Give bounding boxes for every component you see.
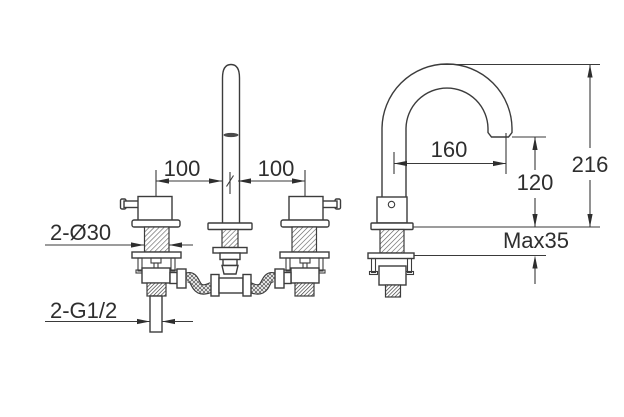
arrowhead (156, 178, 169, 184)
side-bottom-thread (384, 284, 402, 298)
dimension-spacing: 100 100 (155, 156, 306, 196)
left-stud-a (137, 257, 143, 272)
front-view: 100 100 2-Ø30 2-G1/2 (45, 63, 342, 333)
left-lever (123, 200, 140, 209)
side-spout (367, 63, 513, 298)
right-lever (321, 200, 338, 209)
tee-pipe (218, 277, 244, 294)
dim-max35: Max35 (503, 228, 569, 253)
arrowhead (238, 178, 251, 184)
arrowhead (292, 178, 305, 184)
set-screw-hole (387, 200, 396, 209)
center-tick (226, 175, 234, 187)
arrowhead (532, 137, 538, 150)
side-flange (370, 222, 414, 231)
callout-hole-diameter: 2-Ø30 (45, 220, 193, 248)
right-bottom-thread (294, 282, 315, 297)
dim-120: 120 (517, 170, 554, 195)
right-hose-nut (274, 268, 285, 289)
arrowhead (587, 214, 593, 227)
right-handle-valve (274, 195, 342, 297)
left-handle-body (137, 195, 173, 222)
side-dimensions: 160 120 216 Max35 (393, 63, 609, 284)
arrowhead (209, 178, 222, 184)
arrowhead (493, 160, 506, 167)
spout-backplate (212, 246, 248, 254)
arrowhead (131, 242, 144, 248)
right-valve-body (290, 267, 320, 284)
left-tailpipe (149, 295, 163, 333)
spout-locknut-lower (222, 258, 238, 267)
tee-cap-left (210, 273, 220, 297)
right-shank-thread (291, 226, 318, 253)
left-handle-valve (119, 195, 187, 333)
left-escutcheon (131, 219, 181, 228)
dim-216: 216 (572, 152, 609, 177)
arrowhead (169, 242, 182, 248)
gooseneck-spout (381, 63, 513, 199)
dim-160: 160 (431, 137, 468, 162)
side-stud-b (406, 257, 413, 274)
dim-100-left: 100 (164, 156, 201, 181)
arrowhead (532, 255, 538, 269)
spout-shank-thread (221, 228, 239, 249)
arrowhead (137, 318, 150, 325)
spout-locknut-upper (219, 252, 241, 261)
side-spout-body (376, 196, 408, 224)
left-center-screw-head (150, 257, 162, 264)
side-stud-a-foot (368, 270, 379, 276)
left-bottom-thread (146, 282, 167, 297)
left-stud-b (170, 257, 176, 272)
left-shank-thread (143, 226, 170, 253)
spout-flange (207, 222, 253, 231)
side-valve-body (378, 265, 407, 286)
right-stud-b (318, 257, 324, 272)
label-2-g12: 2-G1/2 (50, 298, 117, 323)
tee-cap-right (242, 273, 252, 297)
side-view: 160 120 216 Max35 (367, 63, 609, 298)
right-handle-body (288, 195, 324, 222)
callout-inlet-thread: 2-G1/2 (45, 298, 193, 325)
arrowhead (532, 214, 538, 227)
arrowhead (587, 64, 593, 78)
left-valve-body (141, 267, 171, 284)
right-center-screw-head (299, 257, 311, 264)
dim-100-right: 100 (258, 156, 295, 181)
flex-hose-right (246, 272, 277, 295)
side-shank-thread (379, 228, 405, 254)
side-mounting-plate (367, 252, 415, 260)
left-hose-nut (176, 268, 187, 289)
spout-seam (223, 132, 239, 138)
label-2-d30: 2-Ø30 (50, 220, 111, 245)
tee-neck (221, 264, 239, 275)
arrowhead (394, 160, 407, 167)
flex-hose-left (184, 272, 215, 295)
right-stud-a (285, 257, 291, 272)
right-mounting-plate (279, 251, 330, 259)
right-escutcheon (280, 219, 330, 228)
side-stud-a (370, 257, 377, 274)
spout-tube (221, 63, 241, 224)
arrowhead (162, 318, 175, 325)
spout-column (207, 63, 253, 297)
left-mounting-plate (131, 251, 182, 259)
